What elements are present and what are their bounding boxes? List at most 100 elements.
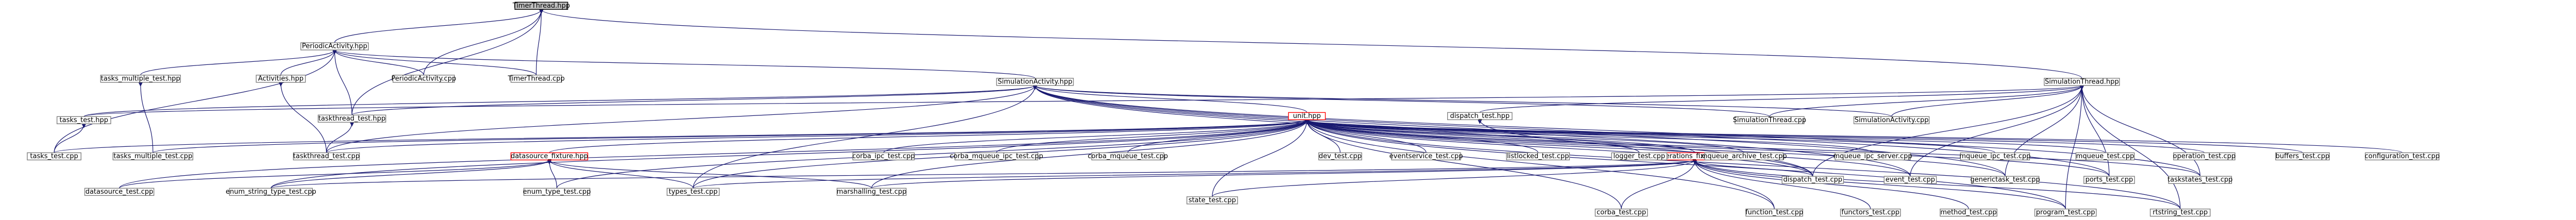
file-node-mqueue-archive-test-cpp[interactable]: mqueue_archive_test.cpp	[1701, 152, 1787, 161]
node-label: unit.hpp	[1293, 112, 1321, 120]
file-node-operation-test-cpp[interactable]: operation_test.cpp	[2173, 152, 2236, 161]
file-node-state-test-cpp[interactable]: state_test.cpp	[1187, 196, 1238, 205]
node-label: corba_mqueue_ipc_test.cpp	[950, 153, 1043, 160]
edge-operations-fixture-hpp-to-enum-string-type-test-cpp	[270, 159, 1697, 189]
node-label: mqueue_test.cpp	[2076, 153, 2134, 160]
edge-simulationactivity-hpp-to-tasks-test-hpp	[83, 85, 1038, 117]
file-node-mqueue-test-cpp[interactable]: mqueue_test.cpp	[2075, 152, 2135, 161]
node-box	[2149, 208, 2211, 217]
file-node-corba-ipc-test-cpp[interactable]: corba_ipc_test.cpp	[852, 152, 915, 161]
file-node-timerthread-cpp[interactable]: TimerThread.cpp	[507, 75, 565, 83]
node-label: state_test.cpp	[1189, 196, 1236, 204]
file-node-generictask-test-cpp[interactable]: generictask_test.cpp	[1970, 176, 2040, 184]
node-box	[1506, 152, 1570, 161]
file-node-datasource-fixture-hpp[interactable]: datasource_fixture.hpp	[511, 152, 588, 161]
edge-simulationthread-hpp-to-ports-test-cpp	[2079, 85, 2110, 177]
file-node-activities-hpp[interactable]: Activities.hpp	[256, 75, 306, 83]
edge-taskthread-test-hpp-to-taskthread-test-cpp	[326, 122, 354, 153]
edge-operations-fixture-hpp-to-state-test-cpp	[1212, 159, 1697, 197]
file-node-unit-hpp[interactable]: unit.hpp	[1288, 112, 1326, 121]
file-node-corba-mqueue-test-cpp[interactable]: corba_mqueue_test.cpp	[1088, 152, 1168, 161]
file-node-tasks-multiple-test-cpp[interactable]: tasks_multiple_test.cpp	[112, 152, 194, 161]
file-node-dispatch-test-hpp[interactable]: dispatch_test.hpp	[1447, 112, 1513, 121]
edge-periodicactivity-hpp-to-activities-hpp	[280, 49, 337, 75]
file-node-mqueue-ipc-test-cpp[interactable]: mqueue_ipc_test.cpp	[1959, 152, 2030, 161]
file-node-event-test-cpp[interactable]: event_test.cpp	[1884, 176, 1937, 184]
edge-unit-hpp-to-configuration-test-cpp	[1304, 119, 2403, 153]
edge-operations-fixture-hpp-to-dispatch-test-cpp	[1692, 159, 1814, 177]
node-box	[27, 152, 81, 161]
edge-operations-fixture-hpp-to-corba-test-cpp	[1621, 160, 1697, 209]
file-node-types-test-cpp[interactable]: types_test.cpp	[666, 188, 720, 196]
node-label: logger_test.cpp	[1613, 153, 1665, 160]
node-box	[2275, 152, 2330, 161]
node-box	[1611, 152, 1668, 161]
edge-simulationthread-hpp-to-dispatch-test-hpp	[1479, 85, 2084, 113]
node-box	[2168, 176, 2232, 184]
node-label: dev_test.cpp	[1319, 153, 1362, 160]
file-node-marshalling-test-cpp[interactable]: marshalling_test.cpp	[836, 188, 907, 196]
edge-unit-hpp-to-dispatch-test-cpp	[1304, 120, 1814, 177]
file-node-enum-string-type-test-cpp[interactable]: enum_string_type_test.cpp	[226, 188, 316, 196]
node-label: datasource_test.cpp	[86, 188, 154, 196]
node-label: dispatch_test.cpp	[1783, 176, 1842, 184]
file-node-tasks-multiple-test-hpp[interactable]: tasks_multiple_test.hpp	[100, 75, 181, 83]
node-box	[523, 188, 590, 196]
node-label: datasource_fixture.hpp	[511, 153, 588, 160]
edge-unit-hpp-to-generictask-test-cpp	[1304, 120, 2006, 177]
file-node-taskthread-test-cpp[interactable]: taskthread_test.cpp	[293, 152, 360, 161]
file-node-logger-test-cpp[interactable]: logger_test.cpp	[1611, 152, 1668, 161]
file-node-datasource-test-cpp[interactable]: datasource_test.cpp	[84, 188, 155, 196]
file-node-enum-type-test-cpp[interactable]: enum_type_test.cpp	[523, 188, 591, 196]
node-label: enum_type_test.cpp	[523, 188, 591, 196]
file-node-taskthread-test-hpp[interactable]: taskthread_test.hpp	[317, 114, 386, 123]
file-node-tasks-test-hpp[interactable]: tasks_test.hpp	[56, 116, 111, 125]
node-label: configuration_test.cpp	[2365, 153, 2439, 160]
node-box	[666, 188, 720, 196]
node-label: SimulationThread.hpp	[2045, 78, 2119, 86]
edge-simulationactivity-hpp-to-simulationthread-cpp	[1032, 85, 1770, 117]
file-node-configuration-test-cpp[interactable]: configuration_test.cpp	[2365, 152, 2439, 161]
node-label: SimulationActivity.cpp	[1855, 116, 1929, 124]
edge-simulationthread-hpp-to-event-test-cpp	[1910, 85, 2084, 177]
edge-unit-hpp-to-event-test-cpp	[1304, 120, 1911, 177]
file-node-method-test-cpp[interactable]: method_test.cpp	[1940, 208, 1997, 217]
file-node-simulationactivity-hpp[interactable]: SimulationActivity.hpp	[996, 78, 1074, 86]
file-node-periodicactivity-cpp[interactable]: PeriodicActivity.cpp	[391, 75, 456, 83]
edge-periodicactivity-hpp-to-tasks-multiple-test-hpp	[140, 49, 337, 76]
file-node-tasks-test-cpp[interactable]: tasks_test.cpp	[27, 152, 81, 161]
file-node-simulationactivity-cpp[interactable]: SimulationActivity.cpp	[1853, 116, 1930, 125]
file-node-ports-test-cpp[interactable]: ports_test.cpp	[2083, 176, 2135, 184]
file-node-periodicactivity-hpp[interactable]: PeriodicActivity.hpp	[300, 42, 369, 50]
file-node-buffers-test-cpp[interactable]: buffers_test.cpp	[2275, 152, 2330, 161]
file-node-corba-test-cpp[interactable]: corba_test.cpp	[1595, 208, 1648, 217]
file-node-dispatch-test-cpp[interactable]: dispatch_test.cpp	[1782, 176, 1844, 184]
node-box	[511, 152, 588, 161]
file-node-simulationthread-cpp[interactable]: SimulationThread.cpp	[1733, 116, 1806, 125]
file-node-dev-test-cpp[interactable]: dev_test.cpp	[1318, 152, 1362, 161]
edge-unit-hpp-to-corba-mqueue-test-cpp	[1127, 120, 1309, 153]
edge-tasks-test-hpp-to-tasks-test-cpp	[54, 124, 86, 153]
node-box	[2365, 152, 2439, 161]
node-label: buffers_test.cpp	[2276, 153, 2330, 160]
file-node-mqueue-ipc-server-cpp[interactable]: mqueue_ipc_server.cpp	[1833, 152, 1912, 161]
edge-periodicactivity-hpp-to-taskthread-test-hpp	[332, 49, 352, 115]
file-node-function-test-cpp[interactable]: function_test.cpp	[1745, 208, 1803, 217]
file-node-rtstring-test-cpp[interactable]: rtstring_test.cpp	[2149, 208, 2211, 217]
file-node-simulationthread-hpp[interactable]: SimulationThread.hpp	[2044, 78, 2120, 86]
file-node-timerthread-hpp[interactable]: TimerThread.hpp	[512, 2, 570, 10]
file-node-program-test-cpp[interactable]: program_test.cpp	[2034, 208, 2097, 217]
node-box	[112, 152, 194, 161]
file-node-functors-test-cpp[interactable]: functors_test.cpp	[1840, 208, 1901, 217]
file-node-corba-mqueue-ipc-test-cpp[interactable]: corba_mqueue_ipc_test.cpp	[950, 152, 1043, 161]
file-node-listlocked-test-cpp[interactable]: listlocked_test.cpp	[1506, 152, 1570, 161]
edge-unit-hpp-to-mqueue-ipc-server-cpp	[1304, 119, 1873, 153]
edge-unit-hpp-to-buffers-test-cpp	[1304, 119, 2303, 153]
node-box	[1745, 208, 1803, 217]
file-node-eventservice-test-cpp[interactable]: eventservice_test.cpp	[1389, 152, 1463, 161]
node-box	[1782, 176, 1844, 184]
file-node-taskstates-test-cpp[interactable]: taskstates_test.cpp	[2167, 176, 2233, 184]
node-box	[2075, 152, 2135, 161]
node-label: program_test.cpp	[2036, 209, 2095, 216]
node-label: functors_test.cpp	[1841, 209, 1900, 216]
